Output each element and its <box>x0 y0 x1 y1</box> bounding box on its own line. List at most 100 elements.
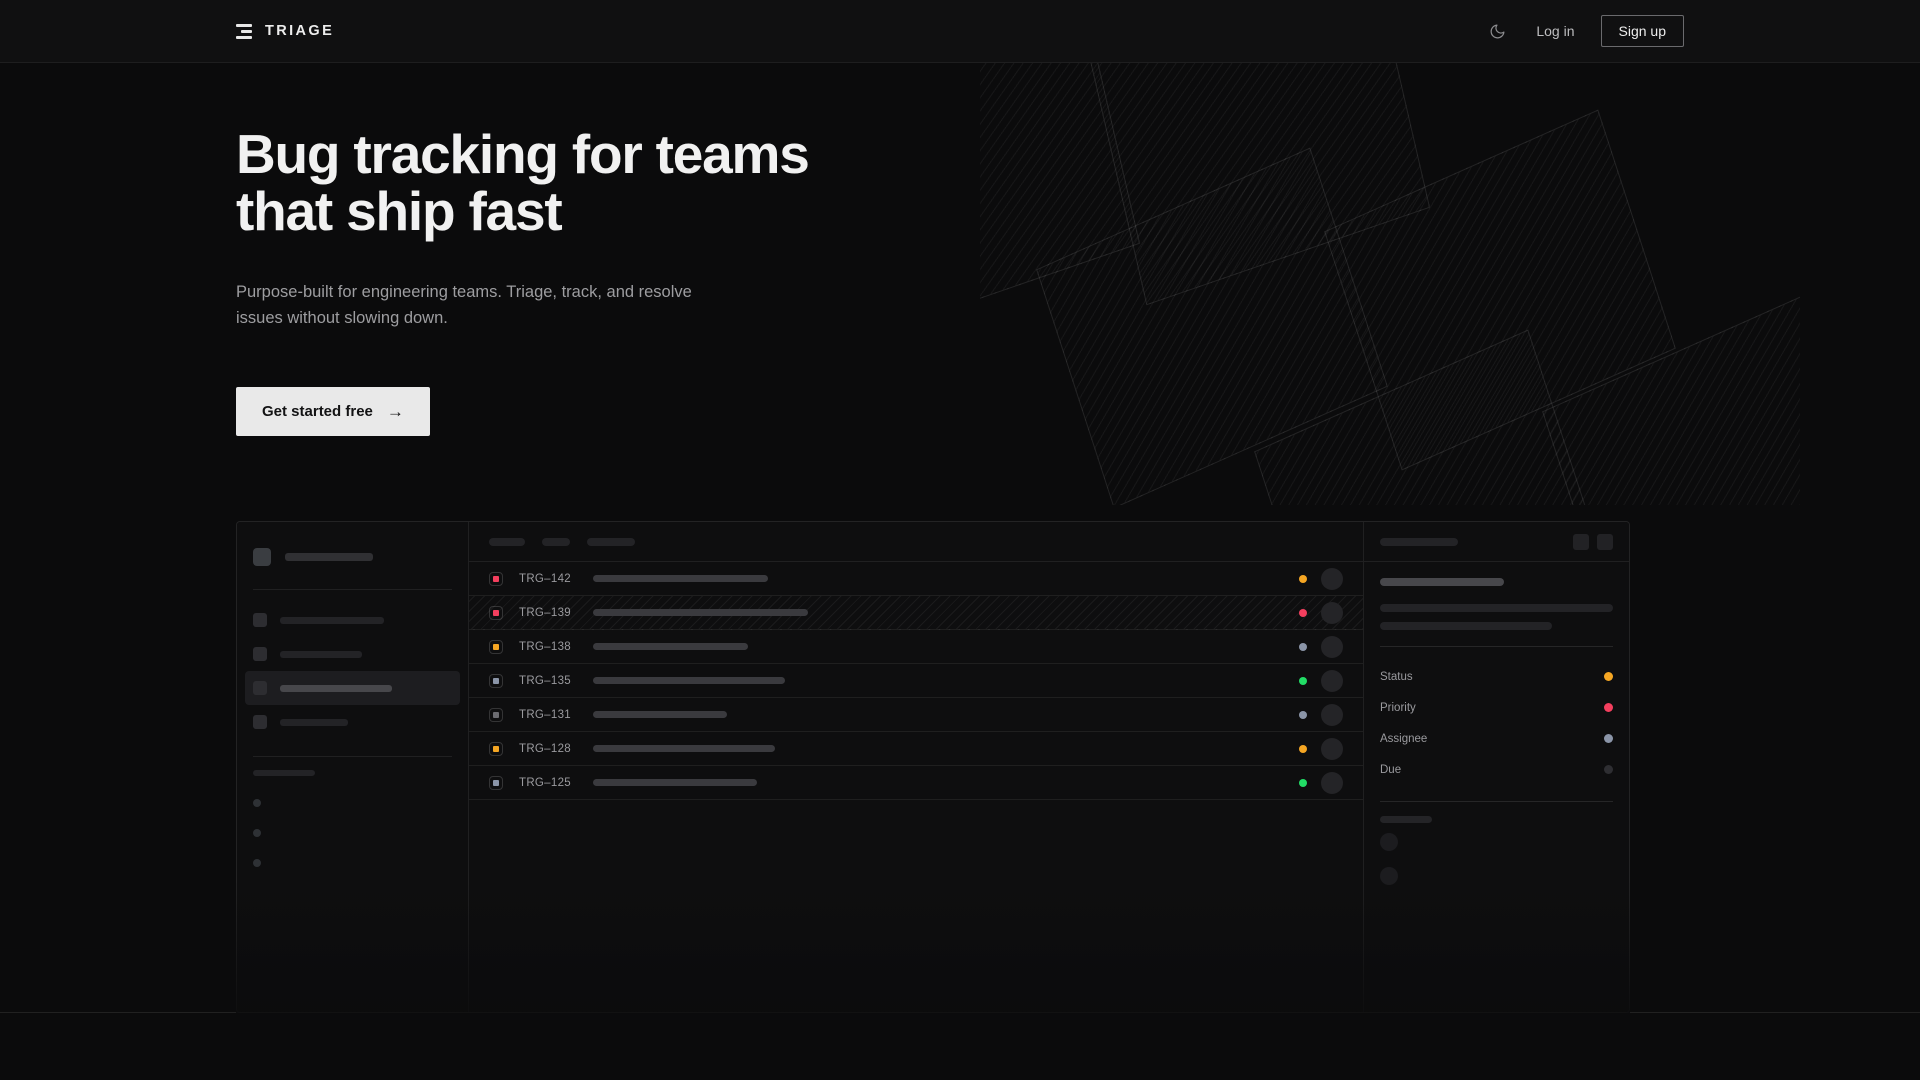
hero-heading-line2: that ship fast <box>236 180 563 243</box>
detail-action-1-icon[interactable] <box>1573 533 1589 550</box>
table-row[interactable]: TRG–128 <box>469 732 1363 766</box>
issue-key: TRG–125 <box>519 776 571 789</box>
detail-activity-avatar <box>1380 833 1398 851</box>
arrow-right-icon: → <box>386 401 404 421</box>
sidebar-item-1[interactable] <box>245 603 460 637</box>
moon-icon[interactable] <box>1484 18 1510 44</box>
detail-field-value-dot <box>1604 765 1613 774</box>
hero-subheading: Purpose-built for engineering teams. Tri… <box>236 283 692 327</box>
signup-button[interactable]: Sign up <box>1600 15 1684 47</box>
mockup-sidebar-workspace[interactable] <box>253 542 452 572</box>
workspace-name-placeholder <box>285 553 373 561</box>
row-meta <box>1299 635 1343 658</box>
issue-key: TRG–138 <box>519 640 571 653</box>
sidebar-item-label-placeholder <box>280 684 392 692</box>
toolbar-chip-1[interactable] <box>489 537 525 546</box>
detail-action-2-icon[interactable] <box>1597 533 1613 550</box>
status-badge <box>1299 744 1307 753</box>
issue-title-placeholder <box>593 677 785 684</box>
sidebar-item-4[interactable] <box>245 705 460 739</box>
toolbar-chip-2[interactable] <box>542 537 570 546</box>
avatar <box>1321 703 1343 726</box>
sidebar-item-icon <box>253 647 267 661</box>
status-badge <box>1299 710 1307 719</box>
detail-field-value-dot <box>1604 734 1613 743</box>
sidebar-item-icon <box>253 681 267 695</box>
mockup-sidebar <box>237 522 469 1012</box>
avatar <box>1321 669 1343 692</box>
status-badge <box>1299 608 1307 617</box>
priority-chip-icon <box>489 605 503 620</box>
issue-title-placeholder <box>593 711 727 718</box>
table-row[interactable]: TRG–135 <box>469 664 1363 698</box>
issue-title-placeholder <box>593 609 808 616</box>
detail-field-due[interactable]: Due <box>1380 754 1613 785</box>
detail-field-label: Due <box>1380 763 1402 776</box>
sidebar-item-label-placeholder <box>280 616 384 624</box>
issue-key: TRG–128 <box>519 742 571 755</box>
toolbar-chip-3[interactable] <box>587 537 635 546</box>
sidebar-sub-item-2[interactable] <box>253 818 452 848</box>
detail-divider <box>1380 801 1613 802</box>
login-link[interactable]: Log in <box>1536 23 1575 39</box>
detail-field-priority[interactable]: Priority <box>1380 692 1613 723</box>
avatar <box>1321 771 1343 794</box>
avatar <box>1321 601 1343 624</box>
avatar <box>1321 567 1343 590</box>
row-meta <box>1299 771 1343 794</box>
detail-activity-label-placeholder <box>1380 816 1432 823</box>
table-row[interactable]: TRG–142 <box>469 562 1363 596</box>
sidebar-item-icon <box>253 715 267 729</box>
detail-issue-title-placeholder <box>1380 578 1504 586</box>
priority-chip-icon <box>489 741 503 756</box>
get-started-button[interactable]: Get started free → <box>236 386 430 436</box>
avatar <box>1321 737 1343 760</box>
priority-chip-icon <box>489 673 503 688</box>
brand-logo[interactable]: TRIAGE <box>236 23 334 39</box>
table-row[interactable]: TRG–131 <box>469 698 1363 732</box>
workspace-avatar-icon <box>253 548 271 566</box>
sidebar-item-label-placeholder <box>280 650 362 658</box>
sidebar-item-3-active[interactable] <box>245 671 460 705</box>
detail-field-label: Priority <box>1380 701 1416 714</box>
bullet-icon <box>253 859 261 867</box>
row-meta <box>1299 703 1343 726</box>
header-actions: Log in Sign up <box>1484 15 1684 47</box>
priority-chip-icon <box>489 571 503 586</box>
issue-key: TRG–139 <box>519 606 571 619</box>
sidebar-item-2[interactable] <box>245 637 460 671</box>
issue-title-placeholder <box>593 745 775 752</box>
table-row[interactable]: TRG–125 <box>469 766 1363 800</box>
detail-field-assignee[interactable]: Assignee <box>1380 723 1613 754</box>
issue-key: TRG–142 <box>519 572 571 585</box>
sidebar-sub-item-1[interactable] <box>253 788 452 818</box>
sidebar-divider <box>253 756 452 757</box>
hero-heading-line1: Bug tracking for teams <box>236 123 810 185</box>
status-badge <box>1299 778 1307 787</box>
status-badge <box>1299 574 1307 583</box>
stacked-bars-icon <box>236 23 252 39</box>
hero-section: Bug tracking for teams that ship fast Pu… <box>0 63 1920 436</box>
detail-desc-line-1 <box>1380 604 1613 612</box>
sidebar-divider <box>253 589 452 590</box>
detail-field-label: Status <box>1380 670 1413 683</box>
detail-title-placeholder <box>1380 537 1458 546</box>
row-meta <box>1299 669 1343 692</box>
issue-key: TRG–135 <box>519 674 571 687</box>
table-row[interactable]: TRG–139 <box>469 596 1363 630</box>
table-row[interactable]: TRG–138 <box>469 630 1363 664</box>
sidebar-sub-item-3[interactable] <box>253 848 452 878</box>
detail-field-status[interactable]: Status <box>1380 661 1613 692</box>
priority-chip-icon <box>489 707 503 722</box>
issue-key: TRG–131 <box>519 708 571 721</box>
status-badge <box>1299 642 1307 651</box>
sidebar-item-label-placeholder <box>280 718 348 726</box>
page-bottom-divider <box>0 1012 1920 1013</box>
